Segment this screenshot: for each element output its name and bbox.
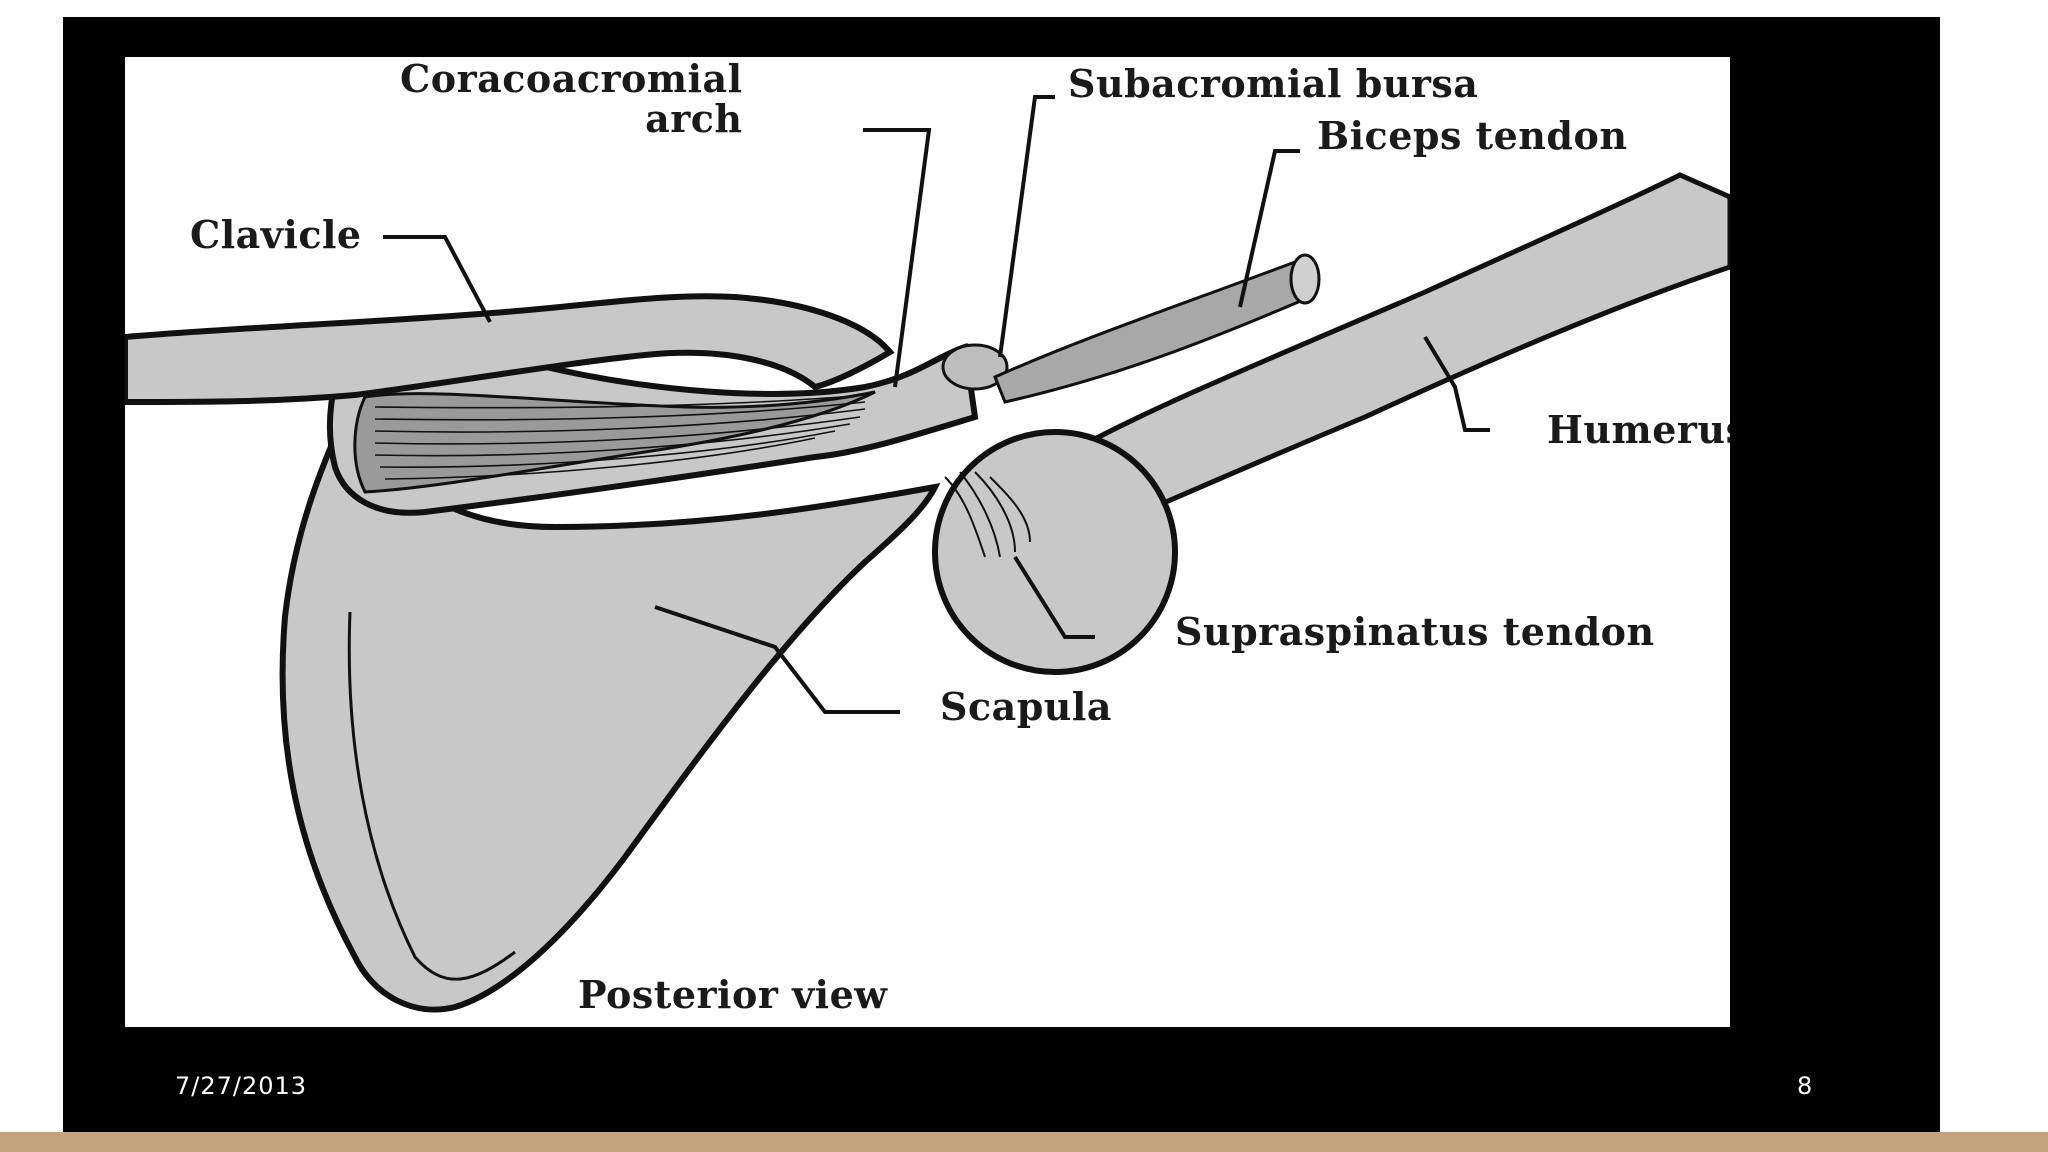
label-coracoacromial-arch: Coracoacromial arch	[400, 57, 743, 141]
figure-caption: Posterior view	[578, 972, 888, 1017]
supraspinatus-muscle	[353, 390, 876, 494]
slide-number: 8	[1797, 1072, 1813, 1100]
leader-coracoacromial	[863, 128, 932, 388]
humerus-bone	[1041, 172, 1730, 541]
label-biceps-tendon: Biceps tendon	[1317, 113, 1628, 158]
scapula-bone	[279, 383, 941, 1013]
leader-biceps	[1238, 149, 1300, 308]
label-subacromial-bursa: Subacromial bursa	[1068, 61, 1479, 106]
shoulder-anatomy-drawing	[125, 95, 1730, 1013]
leader-supraspinatus	[1013, 555, 1095, 639]
supraspinatus-tendon-fibers	[944, 471, 1031, 558]
label-humerus: Humerus	[1547, 407, 1730, 452]
leader-clavicle	[383, 235, 492, 323]
label-supraspinatus-tendon: Supraspinatus tendon	[1175, 609, 1655, 654]
label-clavicle: Clavicle	[190, 212, 362, 257]
scapula-rim	[347, 611, 516, 981]
biceps-tendon-end	[1289, 253, 1321, 305]
leader-subacromial	[998, 95, 1055, 358]
muscle-fibers	[374, 394, 866, 480]
anatomy-figure: Coracoacromial arch Subacromial bursa Bi…	[125, 57, 1730, 1027]
accent-bar	[0, 1132, 2048, 1152]
leader-lines	[383, 95, 1490, 714]
leader-scapula	[654, 605, 900, 714]
leader-humerus	[1423, 335, 1490, 432]
label-scapula: Scapula	[940, 684, 1112, 729]
humeral-head	[932, 429, 1178, 675]
subacromial-bursa-shape	[941, 343, 1009, 391]
clavicle-bone	[125, 293, 895, 405]
slide-date: 7/27/2013	[175, 1072, 308, 1100]
